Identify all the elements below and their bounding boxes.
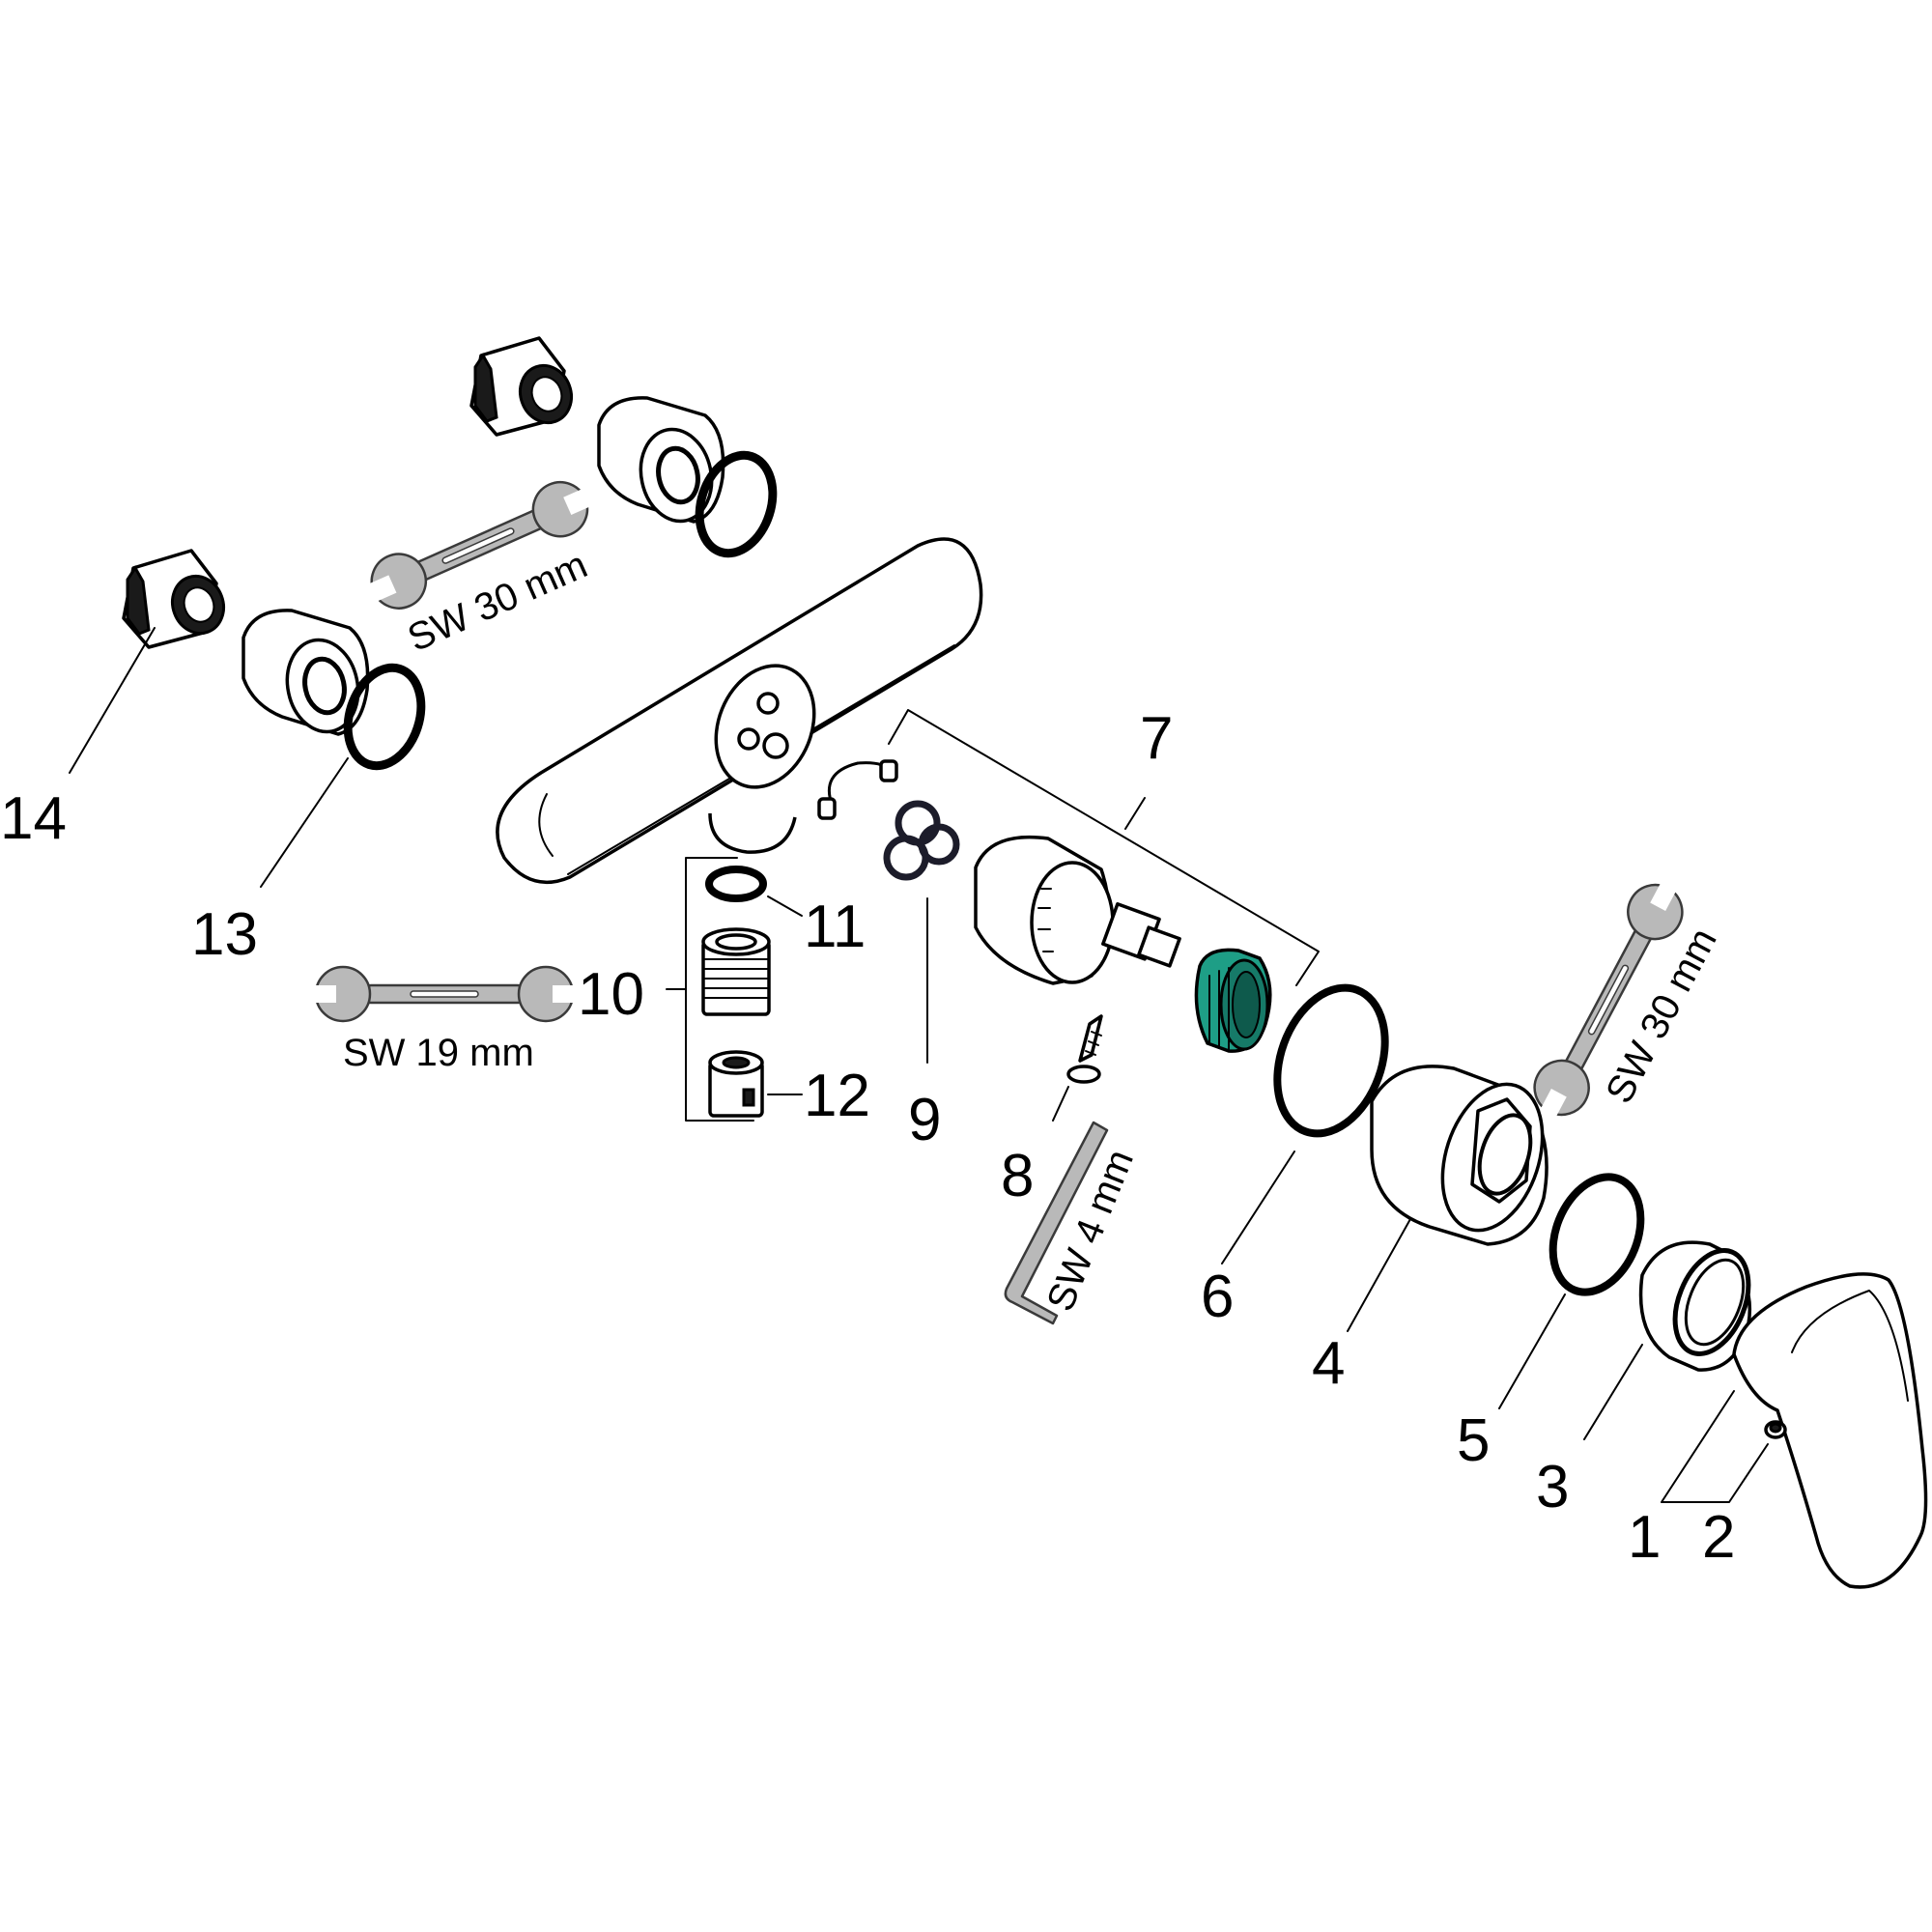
wrench-sw19: [309, 965, 580, 1023]
callout-11: 11: [804, 894, 866, 960]
callout-2: 2: [1702, 1504, 1735, 1571]
part-7-adapter-ring-highlight: [1194, 948, 1272, 1053]
part-7-cartridge: [974, 835, 1181, 985]
part-12-insert: [708, 1050, 764, 1118]
callout-6: 6: [1201, 1264, 1234, 1330]
wrench-sw30-top: [365, 480, 595, 610]
part-5-o-ring: [1548, 1173, 1645, 1296]
part-14-union-nut-lower: [122, 549, 225, 649]
leader-8: [1052, 1086, 1069, 1122]
part-9-seal: [883, 800, 960, 881]
callout-4: 4: [1312, 1330, 1345, 1397]
leader-13: [260, 757, 349, 888]
hex-key-sw4: [1004, 1121, 1109, 1325]
part-11-o-ring: [705, 866, 767, 902]
leader-6: [1221, 1151, 1295, 1264]
callout-13: 13: [191, 901, 258, 968]
callout-10: 10: [578, 961, 644, 1028]
mixer-body: [496, 537, 983, 885]
s-union-lower: [242, 609, 370, 736]
s-union-top: [597, 396, 725, 524]
part-7-clip-end-a: [817, 797, 837, 820]
wrench-sw19-label: SW 19 mm: [343, 1032, 534, 1074]
part-1-lever-handle: [1732, 1272, 1928, 1589]
leader-1-2: [1661, 1390, 1769, 1503]
callout-12: 12: [804, 1063, 870, 1129]
leader-5: [1498, 1293, 1566, 1409]
callout-3: 3: [1536, 1454, 1569, 1520]
bracket-10-12: [666, 857, 754, 1122]
part-13-seal-lower: [343, 663, 426, 771]
wrench-sw30-right-label: SW 30 mm: [1598, 922, 1725, 1110]
part-13-seal-top: [695, 450, 778, 558]
leader-14: [69, 627, 156, 774]
part-6-o-ring: [1273, 983, 1389, 1138]
bracket-7: [888, 709, 1320, 986]
callout-7: 7: [1140, 705, 1173, 772]
part-2-set-screw: [1764, 1420, 1787, 1439]
leader-4: [1347, 1218, 1411, 1332]
part-10-check-valve: [701, 927, 771, 1016]
leader-3: [1583, 1344, 1643, 1440]
part-3-rosette: [1638, 1240, 1752, 1372]
callout-1: 1: [1628, 1504, 1661, 1571]
callout-5: 5: [1457, 1407, 1490, 1474]
callout-8: 8: [1001, 1143, 1034, 1209]
wrench-sw30-right: [1533, 878, 1684, 1122]
part-14-union-nut-top: [469, 336, 573, 437]
callout-9: 9: [908, 1087, 941, 1153]
part-7-clip-end-b: [879, 759, 898, 782]
leader-11: [767, 895, 803, 917]
part-4-sleeve: [1370, 1065, 1548, 1246]
callout-14: 14: [0, 785, 67, 852]
part-8-screw: [1066, 1014, 1103, 1084]
